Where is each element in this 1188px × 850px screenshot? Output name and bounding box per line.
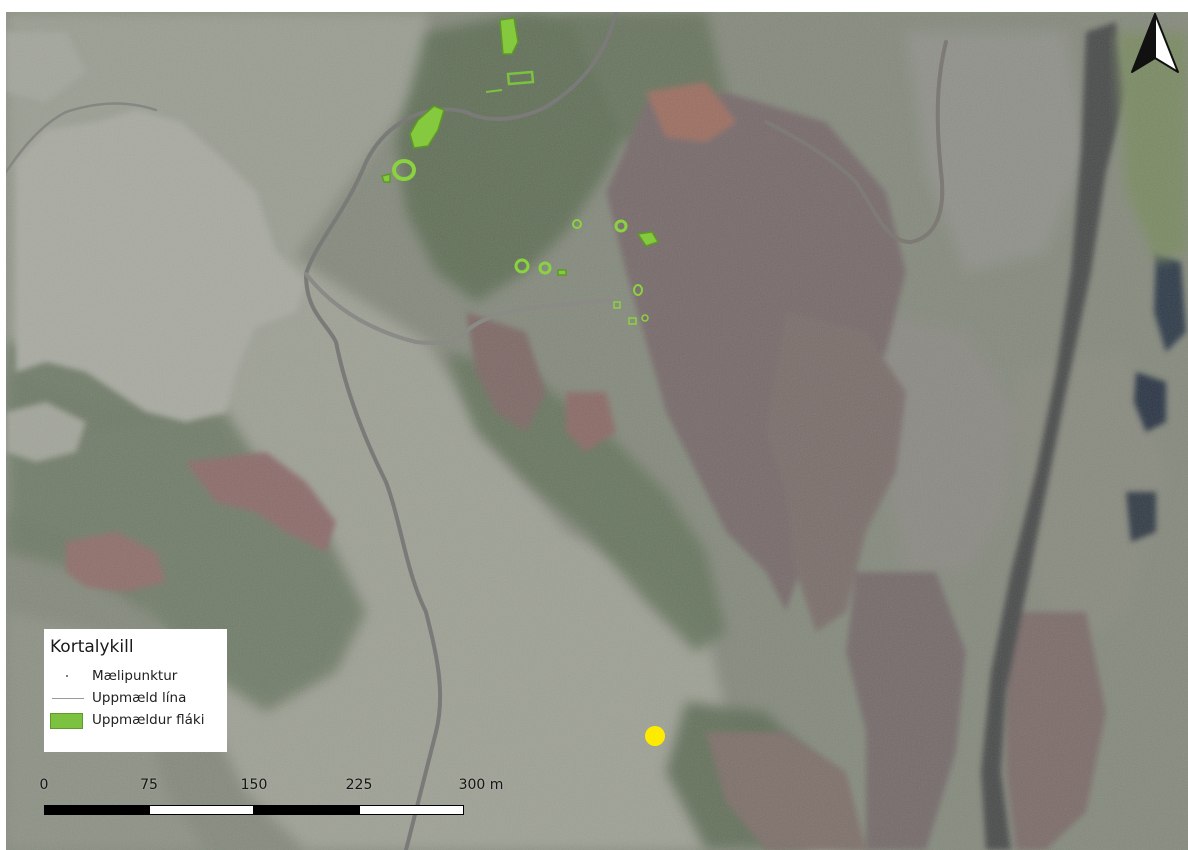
surveyed-area[interactable] xyxy=(641,314,649,322)
scale-segment xyxy=(359,805,464,815)
scale-label: 75 xyxy=(140,777,158,793)
surveyed-area[interactable] xyxy=(628,317,637,325)
surveyed-area[interactable] xyxy=(636,231,660,247)
scale-label: 225 xyxy=(345,777,373,793)
surveyed-area[interactable] xyxy=(632,284,644,296)
legend-item-line: Uppmæld lína xyxy=(50,688,227,708)
scale-segment xyxy=(44,805,149,815)
legend-item-point: Mælipunktur xyxy=(50,666,227,686)
surveyed-area[interactable] xyxy=(391,159,417,181)
legend-item-label: Uppmældur fláki xyxy=(92,712,205,728)
surveyed-area[interactable] xyxy=(538,261,552,275)
legend-item-polygon: Uppmældur fláki xyxy=(50,710,227,730)
map-frame[interactable]: Kortalykill Mælipunktur Uppmæld lína Upp… xyxy=(6,12,1188,850)
surveyed-area[interactable] xyxy=(614,219,628,233)
surveyed-area[interactable] xyxy=(571,219,583,229)
surveyed-area[interactable] xyxy=(613,301,621,309)
surveyed-area[interactable] xyxy=(409,105,445,149)
scale-label: 0 xyxy=(39,777,49,793)
surveyed-area[interactable] xyxy=(506,70,535,86)
surveyed-area[interactable] xyxy=(499,17,519,55)
road-network xyxy=(6,12,948,850)
scale-segment xyxy=(149,805,254,815)
scale-label: 300 m xyxy=(458,777,504,793)
surveyed-area[interactable] xyxy=(514,258,530,274)
surveyed-areas xyxy=(381,17,660,325)
line-symbol-icon xyxy=(50,690,84,706)
legend-item-label: Mælipunktur xyxy=(92,668,178,684)
surveyed-area[interactable] xyxy=(485,89,503,93)
surveyed-area[interactable] xyxy=(381,173,391,183)
scale-bar: 0 75 150 225 300 m xyxy=(36,777,516,827)
polygon-symbol-icon xyxy=(50,712,84,729)
scale-segment xyxy=(254,805,359,815)
surveyed-area[interactable] xyxy=(557,269,567,276)
north-arrow-icon xyxy=(1131,13,1179,73)
map-legend: Kortalykill Mælipunktur Uppmæld lína Upp… xyxy=(44,629,227,752)
point-symbol-icon xyxy=(50,668,84,684)
scale-label: 150 xyxy=(240,777,268,793)
legend-item-label: Uppmæld lína xyxy=(92,690,187,706)
yellow-circle-marker[interactable] xyxy=(645,726,665,746)
legend-title: Kortalykill xyxy=(50,637,134,657)
